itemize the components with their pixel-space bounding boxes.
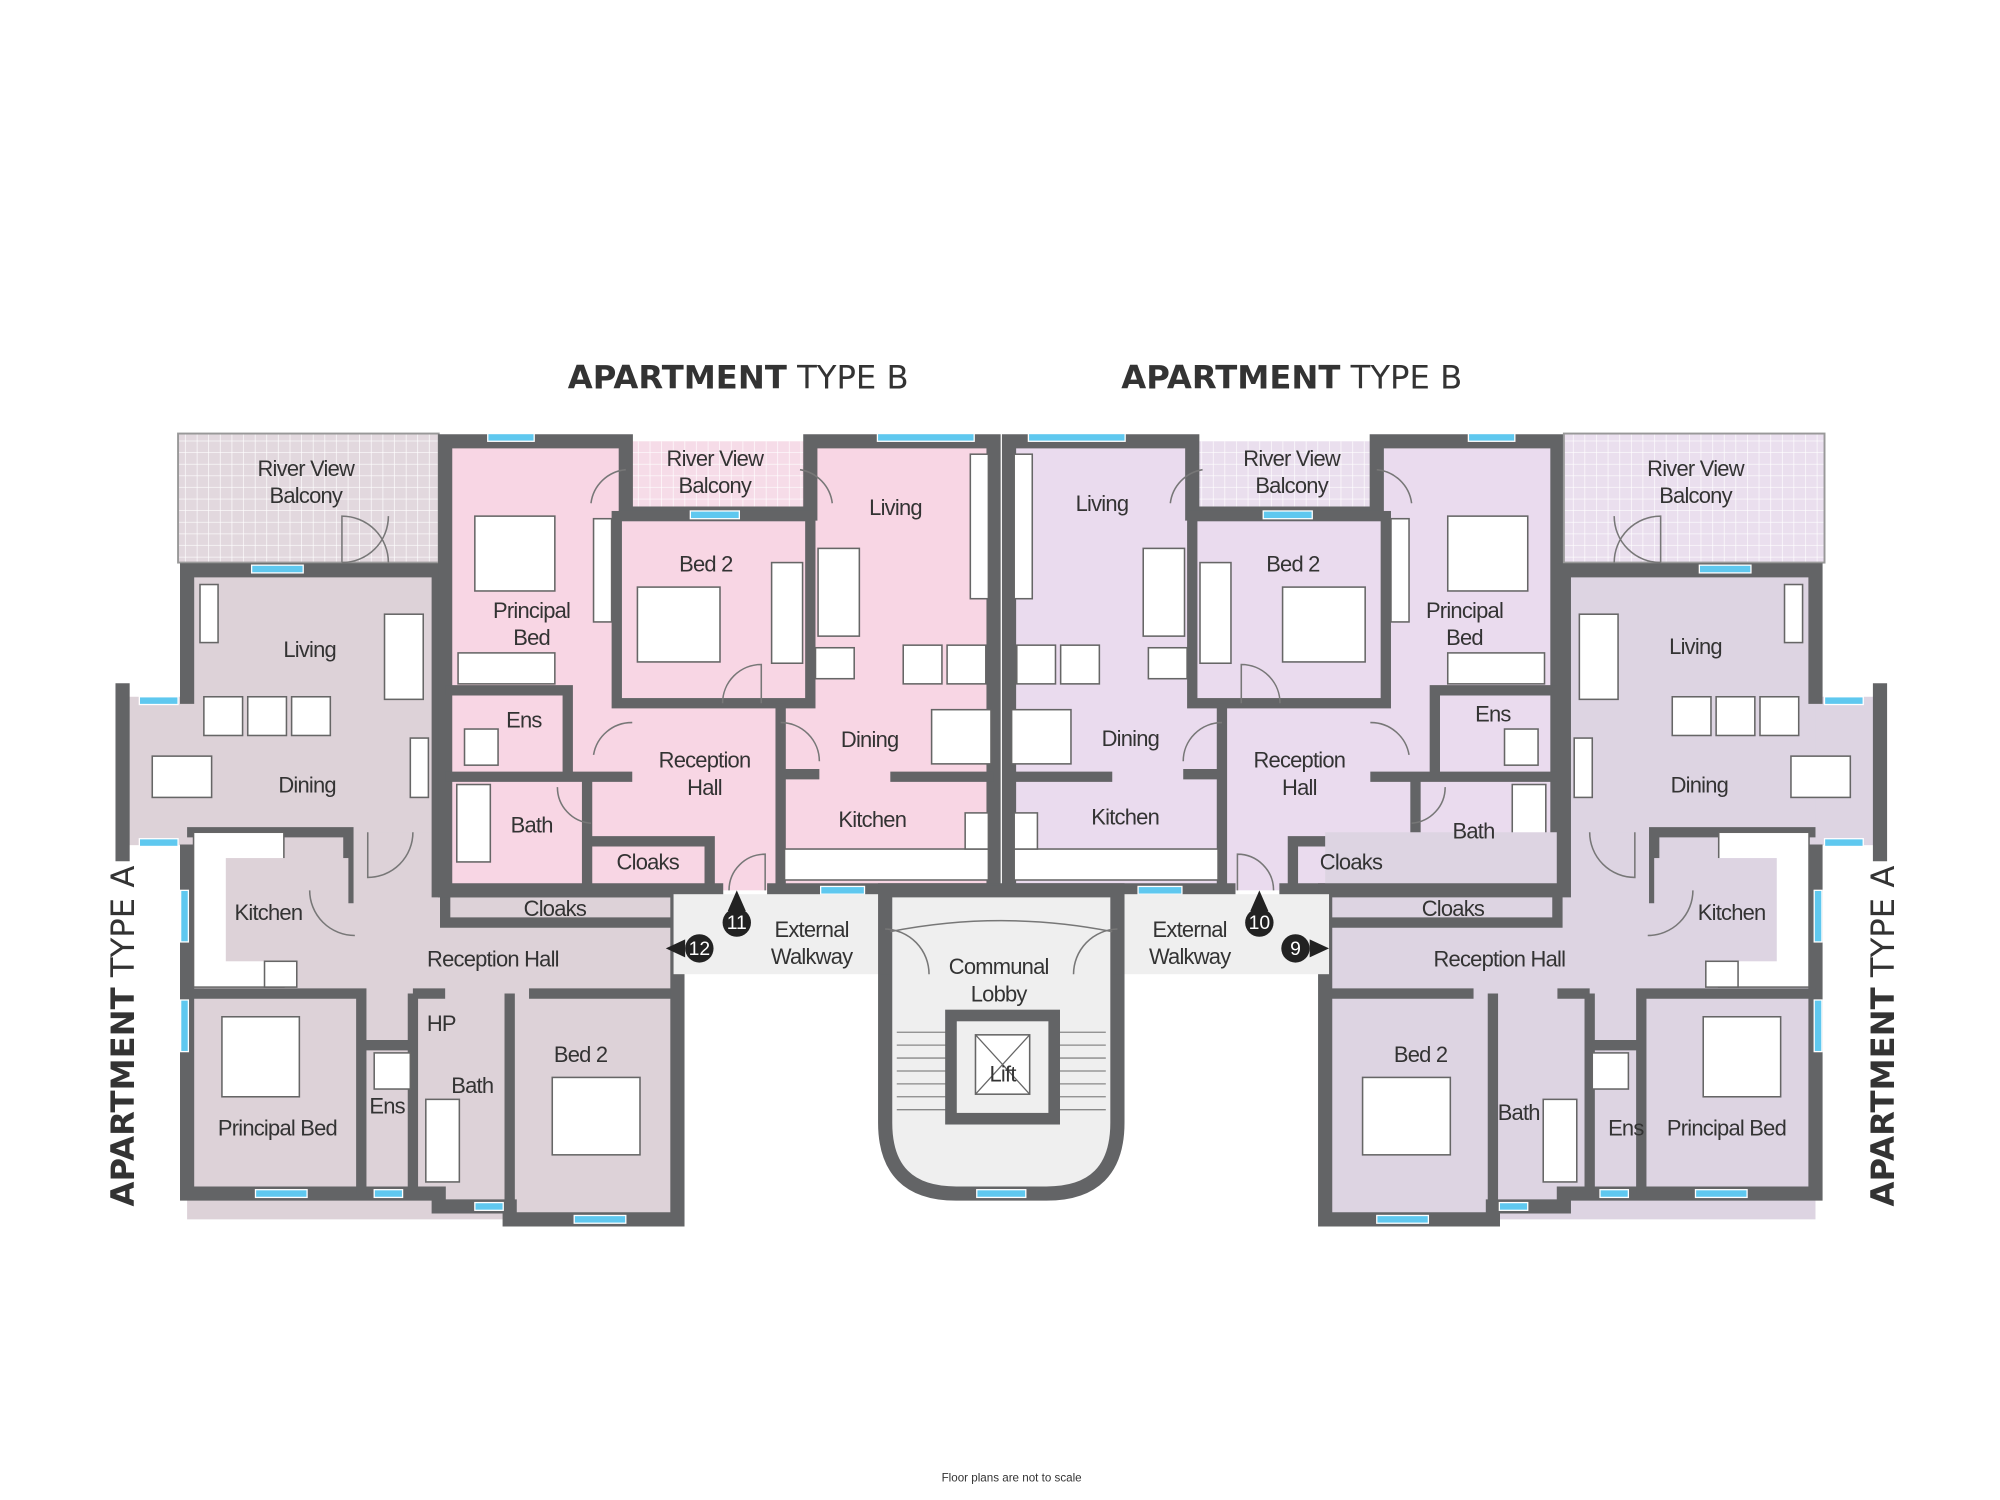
- room-label: Living: [1076, 491, 1129, 516]
- room-label: Cloaks: [524, 896, 587, 921]
- external-walkway-left: [673, 894, 887, 975]
- room-label: Cloaks: [1320, 850, 1383, 875]
- room-label: Living: [1669, 634, 1722, 659]
- room-label: Kitchen: [1091, 805, 1159, 830]
- common-areas: [673, 883, 1330, 1201]
- title-type-b-right: APARTMENT TYPE B: [1121, 358, 1462, 396]
- room-label: Ens: [1475, 701, 1511, 726]
- room-label: Kitchen: [235, 900, 303, 925]
- room-label: Cloaks: [1422, 896, 1485, 921]
- room-label: Kitchen: [1698, 900, 1766, 925]
- room-label: Principal Bed: [1667, 1115, 1786, 1140]
- room-label: River View: [1647, 456, 1745, 481]
- room-label: Dining: [1671, 772, 1729, 797]
- entrance-marker-9: 9: [1281, 934, 1330, 963]
- title-type-a-right: APARTMENT TYPE A: [1864, 866, 1902, 1207]
- title-type-a-left: APARTMENT TYPE A: [104, 866, 142, 1207]
- room-label: External: [1153, 917, 1227, 942]
- entrance-marker-12: 12: [665, 934, 714, 963]
- svg-text:11: 11: [727, 912, 747, 934]
- room-label: Bath: [511, 812, 553, 837]
- room-label: Bed 2: [1394, 1042, 1448, 1067]
- room-label: Reception Hall: [427, 946, 559, 971]
- entrance-marker-10: 10: [1245, 890, 1274, 937]
- room-label: Kitchen: [838, 807, 906, 832]
- room-label: Dining: [278, 772, 336, 797]
- scale-note: Floor plans are not to scale: [942, 1471, 1082, 1484]
- room-label: Reception: [1253, 748, 1345, 773]
- svg-text:9: 9: [1290, 938, 1301, 960]
- room-label: Dining: [1102, 726, 1160, 751]
- svg-text:10: 10: [1249, 912, 1271, 934]
- room-label: Dining: [841, 727, 899, 752]
- room-label: Reception: [659, 748, 751, 773]
- room-label: HP: [427, 1011, 456, 1036]
- room-label: Bed 2: [1266, 552, 1320, 577]
- title-type-b-left: APARTMENT TYPE B: [568, 358, 909, 396]
- room-label: Bath: [1498, 1100, 1540, 1125]
- room-label: Ens: [1608, 1115, 1644, 1140]
- room-label: External: [774, 917, 848, 942]
- room-label: Bath: [451, 1073, 493, 1098]
- room-label: Communal: [949, 954, 1049, 979]
- svg-text:12: 12: [689, 938, 711, 960]
- room-label: Ens: [506, 708, 542, 733]
- entrance-marker-11: 11: [722, 890, 751, 937]
- stairs: [896, 1031, 1106, 1111]
- room-label: Principal: [1426, 598, 1503, 623]
- room-label: Lift: [990, 1061, 1017, 1086]
- room-label: Bed 2: [554, 1042, 608, 1067]
- room-label: Bed 2: [679, 552, 733, 577]
- room-label: Principal Bed: [218, 1115, 337, 1140]
- room-label: River View: [1243, 446, 1341, 471]
- room-label: River View: [257, 456, 355, 481]
- room-label: Living: [283, 637, 336, 662]
- room-label: Reception Hall: [1433, 946, 1565, 971]
- room-label: Bath: [1453, 819, 1495, 844]
- lift-shaft: [945, 1009, 1060, 1125]
- room-label: Ens: [369, 1094, 405, 1119]
- room-label: Cloaks: [617, 850, 680, 875]
- room-label: Principal: [493, 598, 570, 623]
- room-label: River View: [667, 446, 765, 471]
- room-label: Living: [869, 495, 922, 520]
